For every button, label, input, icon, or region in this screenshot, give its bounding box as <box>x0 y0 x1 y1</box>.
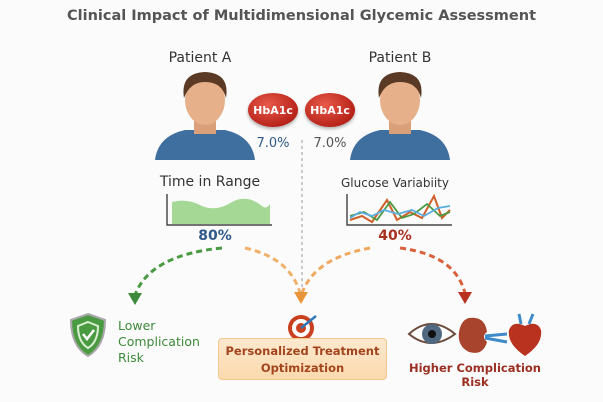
page-title: Clinical Impact of Multidimensional Glyc… <box>66 8 536 24</box>
lower-risk-line1: Lower <box>118 318 156 333</box>
personalized-treatment-box: Personalized Treatment Optimization <box>218 338 387 380</box>
patient-a-label: Patient A <box>168 50 232 66</box>
eye-icon <box>407 323 457 344</box>
time-in-range-value: 80% <box>198 228 232 244</box>
hba1c-badge-b: HbA1c <box>305 93 355 127</box>
hba1c-badge-a: HbA1c <box>248 93 298 127</box>
higher-risk-label: Higher Complication Risk <box>408 361 541 389</box>
patient-b-avatar <box>350 72 450 160</box>
lower-risk-label: Lower Complication Risk <box>118 318 200 366</box>
glucose-variability-value: 40% <box>378 228 412 244</box>
complication-organs <box>407 313 542 356</box>
hba1c-value-a: 7.0% <box>256 136 290 151</box>
lower-risk-line2: Complication <box>118 334 200 349</box>
patient-b-label: Patient B <box>368 50 432 66</box>
heart-icon <box>508 313 542 356</box>
kidney-icon <box>458 317 508 353</box>
shield-check-icon <box>69 312 107 358</box>
lower-risk-line3: Risk <box>118 350 144 365</box>
hba1c-value-b: 7.0% <box>313 136 347 151</box>
glucose-variability-label: Glucose Variabiity <box>341 176 449 190</box>
treatment-line2: Optimization <box>260 361 345 375</box>
time-in-range-chart <box>166 194 272 226</box>
glucose-variability-chart <box>346 193 452 226</box>
target-icon <box>288 315 317 341</box>
time-in-range-label: Time in Range <box>159 174 261 190</box>
treatment-line1: Personalized Treatment <box>225 344 380 358</box>
patient-a-avatar <box>155 72 255 160</box>
